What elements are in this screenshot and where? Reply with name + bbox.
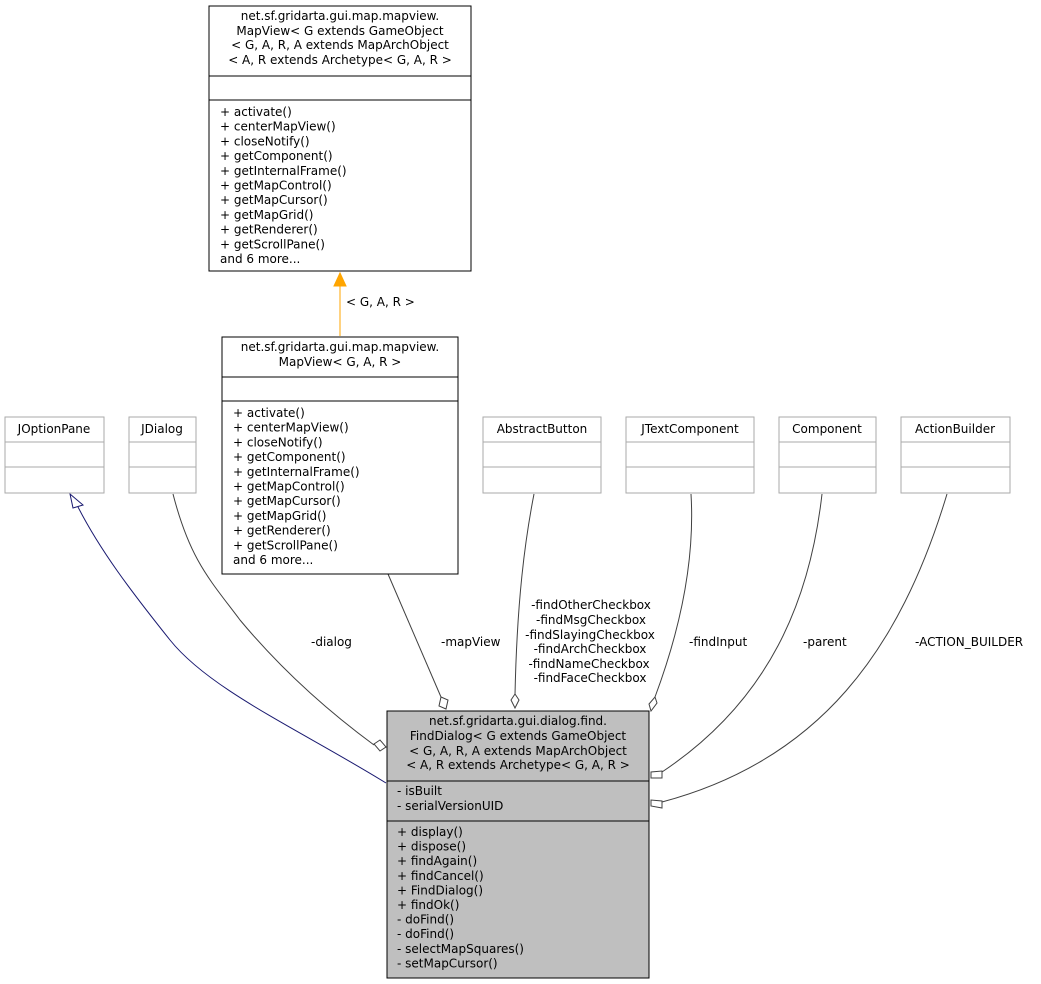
- class-jdialog[interactable]: JDialog: [128, 416, 197, 494]
- class-title-line: MapView< G, A, R >: [279, 355, 402, 369]
- dialog-edge-label: -dialog: [311, 635, 352, 649]
- class-title-line: < G, A, R, A extends MapArchObject: [409, 744, 627, 758]
- checkbox-edge-label: -findArchCheckbox: [534, 642, 647, 656]
- action-builder-edge: -ACTION_BUILDER: [650, 493, 1023, 809]
- class-method: + getScrollPane(): [233, 538, 338, 552]
- class-title-line: < G, A, R, A extends MapArchObject: [231, 38, 449, 52]
- checkbox-edge-label: -findFaceCheckbox: [534, 671, 647, 685]
- mapview-edge: -mapView: [387, 573, 501, 710]
- parent-edge: -parent: [650, 493, 847, 779]
- class-method: + display(): [397, 825, 463, 839]
- class-method: + dispose(): [397, 840, 466, 854]
- class-method: and 6 more...: [233, 553, 313, 567]
- class-method: + getMapCursor(): [220, 193, 328, 207]
- class-method: + getMapControl(): [233, 480, 345, 494]
- class-jtextcomponent[interactable]: JTextComponent: [625, 416, 755, 494]
- class-title: JDialog: [140, 422, 183, 436]
- class-joptionpane[interactable]: JOptionPane: [4, 416, 105, 494]
- class-title: Component: [792, 422, 862, 436]
- class-actionbuilder[interactable]: ActionBuilder: [900, 416, 1011, 494]
- class-title-line: net.sf.gridarta.gui.map.mapview.: [241, 9, 439, 23]
- class-title-line: MapView< G extends GameObject: [236, 24, 444, 38]
- template-binding-label: < G, A, R >: [346, 295, 415, 309]
- class-method: + getComponent(): [233, 450, 346, 464]
- class-abstractbutton[interactable]: AbstractButton: [482, 416, 602, 494]
- class-title: JTextComponent: [640, 422, 739, 436]
- class-method: - selectMapSquares(): [397, 942, 524, 956]
- checkbox-edge: -findOtherCheckbox -findMsgCheckbox -fin…: [510, 493, 655, 710]
- dialog-edge: -dialog: [172, 493, 387, 752]
- class-title: ActionBuilder: [915, 422, 995, 436]
- class-method: + centerMapView(): [220, 120, 336, 134]
- class-method: + getMapControl(): [220, 179, 332, 193]
- class-attribute: - serialVersionUID: [397, 799, 503, 813]
- class-title: JOptionPane: [17, 422, 91, 436]
- class-mapview-bound[interactable]: net.sf.gridarta.gui.map.mapview. MapView…: [221, 336, 459, 575]
- checkbox-edge-label: -findSlayingCheckbox: [525, 628, 655, 642]
- class-title-line: net.sf.gridarta.gui.dialog.find.: [429, 714, 607, 728]
- parent-edge-label: -parent: [803, 635, 847, 649]
- class-method: + closeNotify(): [233, 435, 323, 449]
- class-method: - doFind(): [397, 927, 454, 941]
- class-method: + findOk(): [397, 898, 459, 912]
- class-mapview-generic[interactable]: net.sf.gridarta.gui.map.mapview. MapView…: [208, 5, 472, 272]
- checkbox-edge-label: -findNameCheckbox: [528, 657, 649, 671]
- class-method: + getMapCursor(): [233, 494, 341, 508]
- class-method: + centerMapView(): [233, 421, 349, 435]
- class-method: + getMapGrid(): [233, 509, 326, 523]
- class-method: + getMapGrid(): [220, 208, 313, 222]
- inheritance-edge: [69, 492, 387, 784]
- action-builder-edge-label: -ACTION_BUILDER: [915, 635, 1023, 649]
- class-method: + getScrollPane(): [220, 237, 325, 251]
- class-method: + getComponent(): [220, 149, 333, 163]
- class-method: + getRenderer(): [220, 223, 318, 237]
- template-edge: < G, A, R >: [333, 271, 415, 336]
- class-method: + FindDialog(): [397, 883, 483, 897]
- class-title-line: FindDialog< G extends GameObject: [410, 729, 627, 743]
- class-method: + findCancel(): [397, 869, 484, 883]
- class-title-line: net.sf.gridarta.gui.map.mapview.: [241, 340, 439, 354]
- class-method: + activate(): [233, 406, 305, 420]
- class-method: + getRenderer(): [233, 524, 331, 538]
- class-component[interactable]: Component: [778, 416, 877, 494]
- class-title: AbstractButton: [497, 422, 588, 436]
- class-method: + getInternalFrame(): [220, 164, 347, 178]
- class-method: and 6 more...: [220, 252, 300, 266]
- class-method: + findAgain(): [397, 854, 477, 868]
- class-title-line: < A, R extends Archetype< G, A, R >: [406, 758, 630, 772]
- mapview-edge-label: -mapView: [441, 635, 501, 649]
- class-method: + activate(): [220, 105, 292, 119]
- findinput-edge: -findInput: [648, 493, 747, 713]
- class-method: + getInternalFrame(): [233, 465, 360, 479]
- class-method: - doFind(): [397, 913, 454, 927]
- class-method: - setMapCursor(): [397, 956, 498, 970]
- findinput-edge-label: -findInput: [689, 635, 747, 649]
- class-method: + closeNotify(): [220, 134, 310, 148]
- class-title-line: < A, R extends Archetype< G, A, R >: [228, 53, 452, 67]
- checkbox-edge-label: -findMsgCheckbox: [536, 613, 646, 627]
- class-finddialog[interactable]: net.sf.gridarta.gui.dialog.find. FindDia…: [386, 710, 650, 979]
- class-attribute: - isBuilt: [397, 784, 442, 798]
- checkbox-edge-label: -findOtherCheckbox: [531, 598, 651, 612]
